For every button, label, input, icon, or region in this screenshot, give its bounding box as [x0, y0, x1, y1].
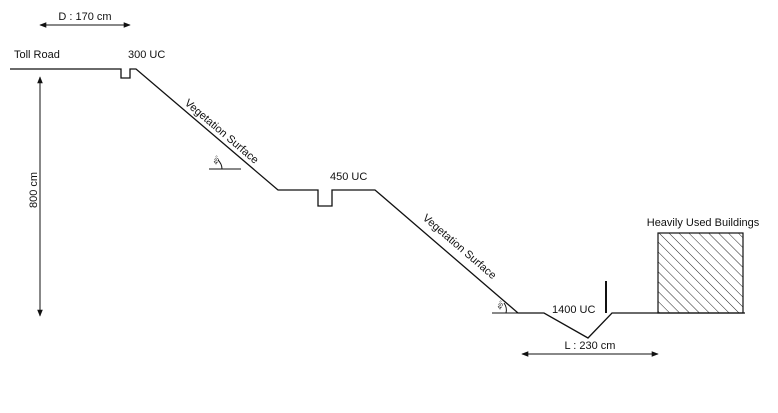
heavily-used-buildings: Heavily Used Buildings	[647, 217, 760, 314]
slope-surface-upper-label: Vegetation Surface	[182, 97, 261, 166]
buildings-label: Heavily Used Buildings	[647, 217, 760, 229]
channel-300-label: 300 UC	[128, 49, 165, 61]
angle-label-lower: 45°	[497, 300, 506, 311]
slope-surface-lower-label: Vegetation Surface	[420, 212, 498, 282]
height-dimension-label: 800 cm	[28, 172, 40, 208]
toll-road-label: Toll Road	[14, 49, 60, 61]
top-dimension: D : 170 cm	[39, 11, 131, 28]
channel-450-label: 450 UC	[330, 171, 367, 183]
channel-1400-label: 1400 UC	[552, 304, 595, 316]
angle-marker-upper: 45°	[209, 155, 241, 170]
terrain-profile	[10, 68, 745, 339]
bottom-dimension: L : 230 cm	[521, 340, 659, 357]
bottom-dimension-label: L : 230 cm	[565, 340, 616, 352]
top-dimension-label: D : 170 cm	[58, 11, 111, 23]
angle-marker-lower: 45°	[492, 300, 518, 314]
building-block	[657, 232, 744, 314]
height-dimension: 800 cm	[28, 76, 43, 317]
angle-label-upper: 45°	[213, 155, 222, 166]
